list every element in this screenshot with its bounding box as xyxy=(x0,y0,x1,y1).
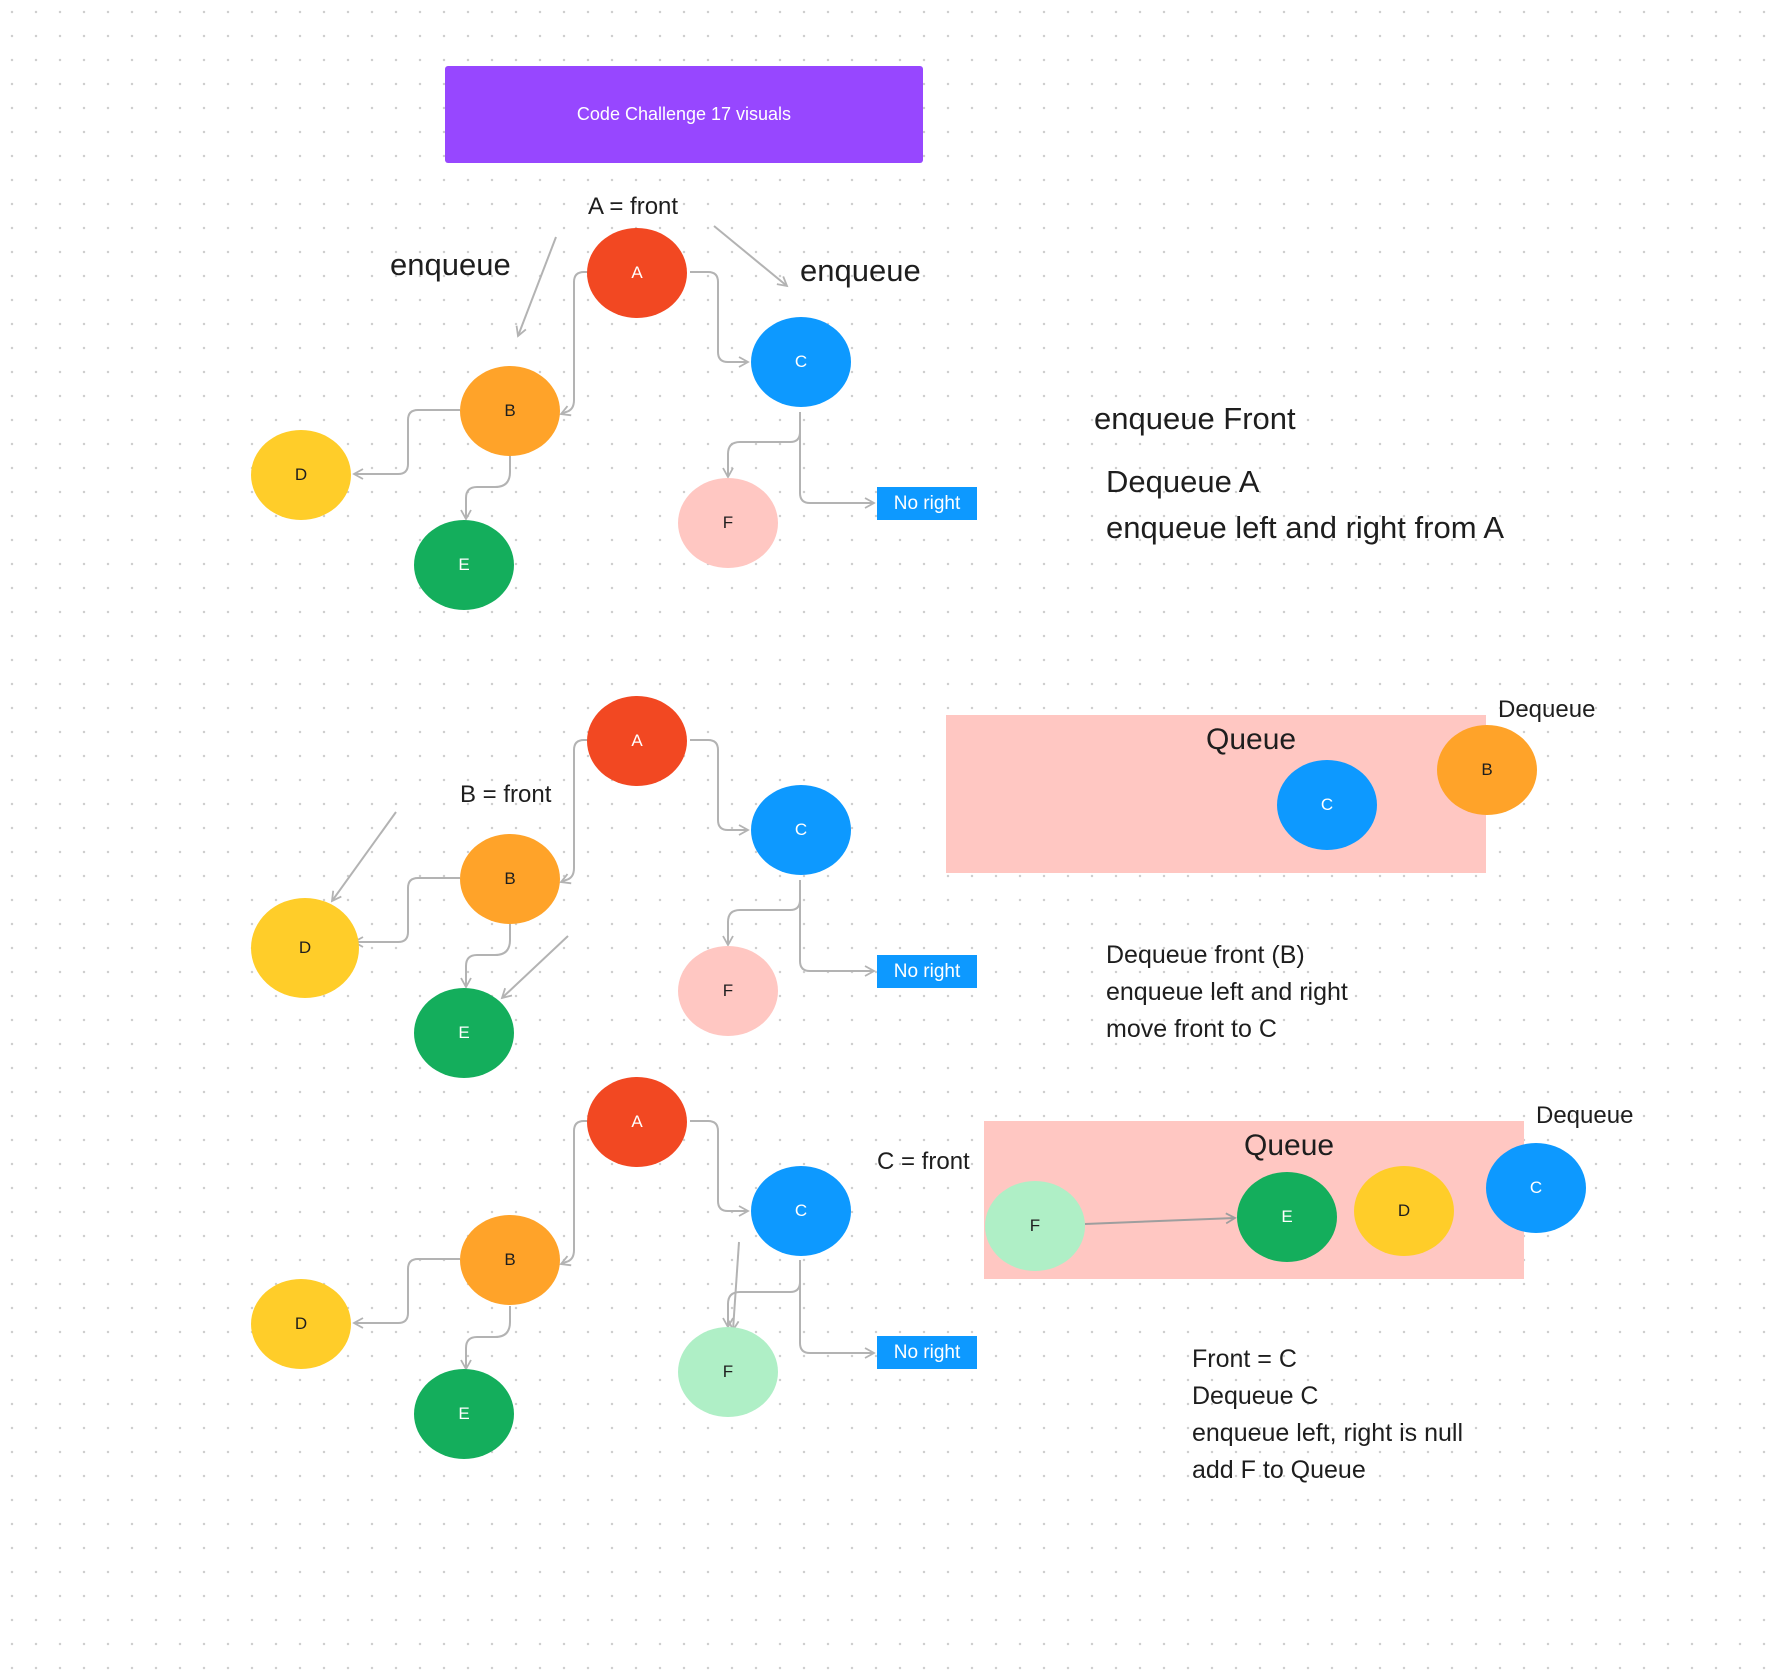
queue-item-c[interactable]: C xyxy=(1277,760,1377,850)
edge-a-c-1 xyxy=(690,271,750,368)
edge-b-d-1 xyxy=(352,409,460,480)
note-line: Dequeue front (B) xyxy=(1106,941,1305,969)
dequeued-node-b[interactable]: B xyxy=(1437,725,1537,815)
tree-node-e[interactable]: E xyxy=(414,1369,514,1459)
enqueue-label-left: enqueue xyxy=(390,247,511,282)
title-text: Code Challenge 17 visuals xyxy=(576,104,792,124)
edge-c-noright-2 xyxy=(799,880,876,977)
note-line: add F to Queue xyxy=(1192,1456,1366,1484)
tree-node-e[interactable]: E xyxy=(414,520,514,610)
pointer-arrow-e xyxy=(500,935,569,1000)
edge-a-b-1 xyxy=(559,271,588,417)
edge-a-b-3 xyxy=(559,1120,588,1267)
note-line: enqueue left and right from A xyxy=(1106,510,1505,545)
note-line: enqueue left and right xyxy=(1106,978,1348,1006)
no-right-tag[interactable]: No right xyxy=(877,955,977,988)
note-line: Dequeue C xyxy=(1192,1382,1319,1410)
edge-a-c-3 xyxy=(690,1120,750,1217)
tree-node-a[interactable]: A xyxy=(587,696,687,786)
tree-node-b[interactable]: B xyxy=(460,834,560,924)
dequeued-node-c[interactable]: C xyxy=(1486,1143,1586,1233)
tree-node-d[interactable]: D xyxy=(251,1279,351,1369)
edge-c-noright-3 xyxy=(799,1260,876,1359)
pointer-arrow-d xyxy=(330,811,397,903)
tree-node-c[interactable]: C xyxy=(751,1166,851,1256)
edge-a-c-2 xyxy=(690,739,750,836)
enqueue-arrow-right xyxy=(713,225,789,288)
section3-notes: Front = C Dequeue C enqueue left, right … xyxy=(1192,1341,1463,1489)
no-right-tag[interactable]: No right xyxy=(877,1336,977,1369)
tree-node-c[interactable]: C xyxy=(751,785,851,875)
section2-notes: Dequeue front (B) enqueue left and right… xyxy=(1106,937,1348,1048)
tree-node-f[interactable]: F xyxy=(678,1327,778,1417)
note-line: Dequeue A xyxy=(1106,464,1260,499)
tree-node-d[interactable]: D xyxy=(251,430,351,520)
edge-b-d-3 xyxy=(352,1258,460,1329)
edge-b-e-3 xyxy=(460,1306,511,1371)
edge-b-e-2 xyxy=(460,924,511,989)
edge-c-noright-1 xyxy=(799,412,876,509)
enqueue-label-right: enqueue xyxy=(800,253,921,288)
dequeue-label: Dequeue xyxy=(1536,1102,1634,1129)
queue-item-f[interactable]: F xyxy=(985,1181,1085,1271)
tree-node-d[interactable]: D xyxy=(251,898,359,998)
tree-node-f[interactable]: F xyxy=(678,478,778,568)
title-banner[interactable]: Code Challenge 17 visuals xyxy=(445,66,923,163)
front-label-b: B = front xyxy=(460,781,552,808)
enqueue-arrow-left xyxy=(515,236,557,338)
dequeue-label: Dequeue xyxy=(1498,696,1596,723)
note-line: move front to C xyxy=(1106,1015,1277,1043)
tree-node-b[interactable]: B xyxy=(460,366,560,456)
edge-a-b-2 xyxy=(559,739,588,885)
front-label-a: A = front xyxy=(588,193,679,220)
tree-node-e[interactable]: E xyxy=(414,988,514,1078)
edge-b-d-2 xyxy=(352,877,460,948)
queue-item-e[interactable]: E xyxy=(1237,1172,1337,1262)
notes-title-enqueue-front: enqueue Front xyxy=(1094,401,1296,436)
tree-node-a[interactable]: A xyxy=(587,1077,687,1167)
tree-node-f[interactable]: F xyxy=(678,946,778,1036)
tree-node-a[interactable]: A xyxy=(587,228,687,318)
front-label-c: C = front xyxy=(877,1148,970,1175)
note-line: Front = C xyxy=(1192,1345,1297,1373)
tree-node-b[interactable]: B xyxy=(460,1215,560,1305)
queue-label: Queue xyxy=(1244,1129,1335,1162)
pointer-arrow-f xyxy=(727,1241,740,1332)
section1-notes: Dequeue A enqueue left and right from A xyxy=(1106,459,1504,551)
queue-item-d[interactable]: D xyxy=(1354,1166,1454,1256)
queue-box-2[interactable] xyxy=(946,715,1486,873)
edge-b-e-1 xyxy=(460,456,511,521)
no-right-tag[interactable]: No right xyxy=(877,487,977,520)
note-line: enqueue left, right is null xyxy=(1192,1419,1464,1447)
queue-label: Queue xyxy=(1206,723,1297,756)
tree-node-c[interactable]: C xyxy=(751,317,851,407)
